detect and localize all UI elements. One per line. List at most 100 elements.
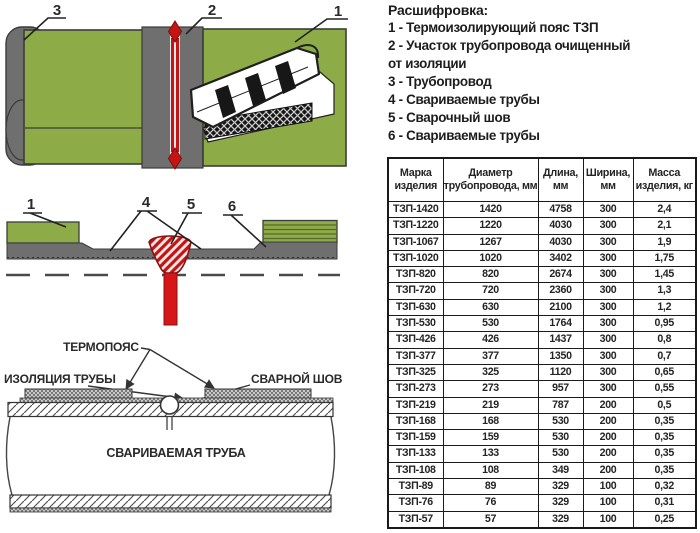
left-insulation-block bbox=[23, 29, 144, 165]
table-row: ТЗП-1220 1220 4030 300 2,1 bbox=[387, 217, 697, 235]
table-row: ТЗП-168 168 530 200 0,35 bbox=[387, 412, 697, 431]
cell-length: 329 bbox=[537, 494, 584, 512]
cell-mass: 1,2 bbox=[632, 298, 697, 317]
cell-width: 300 bbox=[582, 315, 634, 333]
callout-2: 2 bbox=[208, 2, 216, 19]
cell-width: 100 bbox=[582, 510, 634, 529]
cell-length: 1350 bbox=[537, 347, 584, 365]
cell-mark: ТЗП-57 bbox=[387, 510, 444, 529]
cell-mark: ТЗП-1420 bbox=[387, 200, 444, 219]
cell-mass: 0,8 bbox=[632, 331, 697, 349]
cell-width: 300 bbox=[582, 347, 634, 365]
cell-diameter: 377 bbox=[442, 347, 539, 365]
pipe-side-left bbox=[5, 416, 13, 496]
cell-mark: ТЗП-159 bbox=[387, 429, 444, 447]
cell-width: 300 bbox=[582, 363, 634, 382]
callout-1: 1 bbox=[334, 3, 342, 20]
cell-length: 957 bbox=[537, 380, 584, 398]
cell-length: 4030 bbox=[537, 233, 584, 251]
weld-root bbox=[163, 272, 178, 326]
table-header-row: Марка изделия Диаметр трубопровода, мм Д… bbox=[387, 157, 697, 202]
table-row: ТЗП-1020 1020 3402 300 1,75 bbox=[387, 249, 697, 268]
cell-width: 200 bbox=[582, 412, 634, 431]
cell-mark: ТЗП-219 bbox=[387, 396, 444, 414]
weld-cross-section-diagram: 1 4 5 6 bbox=[6, 194, 340, 326]
callout-5: 5 bbox=[187, 196, 195, 213]
cell-diameter: 530 bbox=[442, 315, 539, 333]
cell-diameter: 273 bbox=[442, 380, 539, 398]
cell-length: 349 bbox=[537, 461, 584, 480]
callout-3: 3 bbox=[53, 2, 61, 19]
cell-length: 530 bbox=[537, 429, 584, 447]
cell-width: 100 bbox=[582, 478, 634, 496]
table-row: ТЗП-108 108 349 200 0,35 bbox=[387, 461, 697, 480]
left-insulation-section bbox=[6, 221, 80, 244]
cell-mass: 1,3 bbox=[632, 282, 697, 300]
header-diameter: Диаметр трубопровода, мм bbox=[442, 157, 539, 202]
cell-mass: 0,32 bbox=[632, 478, 697, 496]
thermo-belt-left bbox=[24, 388, 133, 399]
cell-width: 100 bbox=[582, 494, 634, 512]
cell-mark: ТЗП-530 bbox=[387, 315, 444, 333]
cell-mass: 1,9 bbox=[632, 233, 697, 251]
cell-mark: ТЗП-1067 bbox=[387, 233, 444, 251]
legend-item: 3 - Трубопровод bbox=[388, 74, 492, 89]
cell-length: 3402 bbox=[537, 249, 584, 268]
cell-mass: 1,45 bbox=[632, 266, 697, 284]
cell-mark: ТЗП-108 bbox=[387, 461, 444, 480]
thermo-belt-right bbox=[204, 388, 312, 399]
cell-width: 300 bbox=[582, 233, 634, 251]
callout-leaders bbox=[23, 210, 267, 252]
cell-width: 200 bbox=[582, 396, 634, 414]
cell-width: 300 bbox=[582, 331, 634, 349]
cell-mass: 0,7 bbox=[632, 347, 697, 365]
cell-diameter: 159 bbox=[442, 429, 539, 447]
callout-6: 6 bbox=[228, 198, 236, 215]
cell-mark: ТЗП-426 bbox=[387, 331, 444, 349]
cell-mass: 0,25 bbox=[632, 510, 697, 529]
belt-underside-strip bbox=[204, 102, 313, 140]
cell-length: 1437 bbox=[537, 331, 584, 349]
legend-item: 5 - Сварочный шов bbox=[388, 110, 511, 125]
cell-diameter: 1020 bbox=[442, 249, 539, 268]
cell-diameter: 325 bbox=[442, 363, 539, 382]
cell-diameter: 1267 bbox=[442, 233, 539, 251]
legend-item: 1 - Термоизолирующий пояс ТЗП bbox=[388, 20, 599, 35]
pipe-side-view-diagram: ТЕРМОПОЯС ИЗОЛЯЦИЯ ТРУБЫ СВАРНОЙ ШОВ СВА… bbox=[4, 340, 343, 513]
table-row: ТЗП-630 630 2100 300 1,2 bbox=[387, 298, 697, 317]
table-row: ТЗП-89 89 329 100 0,32 bbox=[387, 478, 697, 496]
cell-diameter: 168 bbox=[442, 412, 539, 431]
cell-diameter: 630 bbox=[442, 298, 539, 317]
legend-title: Расшифровка: bbox=[388, 2, 489, 18]
cell-length: 1120 bbox=[537, 363, 584, 382]
cell-diameter: 108 bbox=[442, 461, 539, 480]
table-row: ТЗП-1420 1420 4758 300 2,4 bbox=[387, 200, 697, 219]
table-row: ТЗП-820 820 2674 300 1,45 bbox=[387, 266, 697, 284]
table-row: ТЗП-133 133 530 200 0,35 bbox=[387, 445, 697, 463]
cell-width: 300 bbox=[582, 380, 634, 398]
cell-mass: 0,5 bbox=[632, 396, 697, 414]
table-row: ТЗП-219 219 787 200 0,5 bbox=[387, 396, 697, 414]
weld-seam-circle bbox=[159, 395, 180, 415]
cell-mass: 2,1 bbox=[632, 217, 697, 235]
welded-pipe-label: СВАРИВАЕМАЯ ТРУБА bbox=[106, 446, 245, 460]
cell-mass: 0,65 bbox=[632, 363, 697, 382]
header-mass: Масса изделия, кг bbox=[632, 157, 697, 202]
cell-mark: ТЗП-720 bbox=[387, 282, 444, 300]
header-width: Ширина, мм bbox=[582, 157, 634, 202]
legend-item: 2 - Участок трубопровода очищенный от из… bbox=[388, 38, 631, 71]
cell-diameter: 76 bbox=[442, 494, 539, 512]
cell-length: 2360 bbox=[537, 282, 584, 300]
table-row: ТЗП-76 76 329 100 0,31 bbox=[387, 494, 697, 512]
cell-width: 200 bbox=[582, 461, 634, 480]
callout-leaders bbox=[23, 17, 348, 43]
cell-length: 2674 bbox=[537, 266, 584, 284]
cell-length: 329 bbox=[537, 510, 584, 529]
cell-mark: ТЗП-377 bbox=[387, 347, 444, 365]
cell-mass: 0,95 bbox=[632, 315, 697, 333]
cell-length: 2100 bbox=[537, 298, 584, 317]
spec-table: Марка изделия Диаметр трубопровода, мм Д… bbox=[387, 157, 697, 529]
legend-items: 1 - Термоизолирующий пояс ТЗП 2 - Участо… bbox=[388, 19, 698, 145]
callout-1: 1 bbox=[27, 196, 35, 213]
cell-mass: 0,35 bbox=[632, 429, 697, 447]
